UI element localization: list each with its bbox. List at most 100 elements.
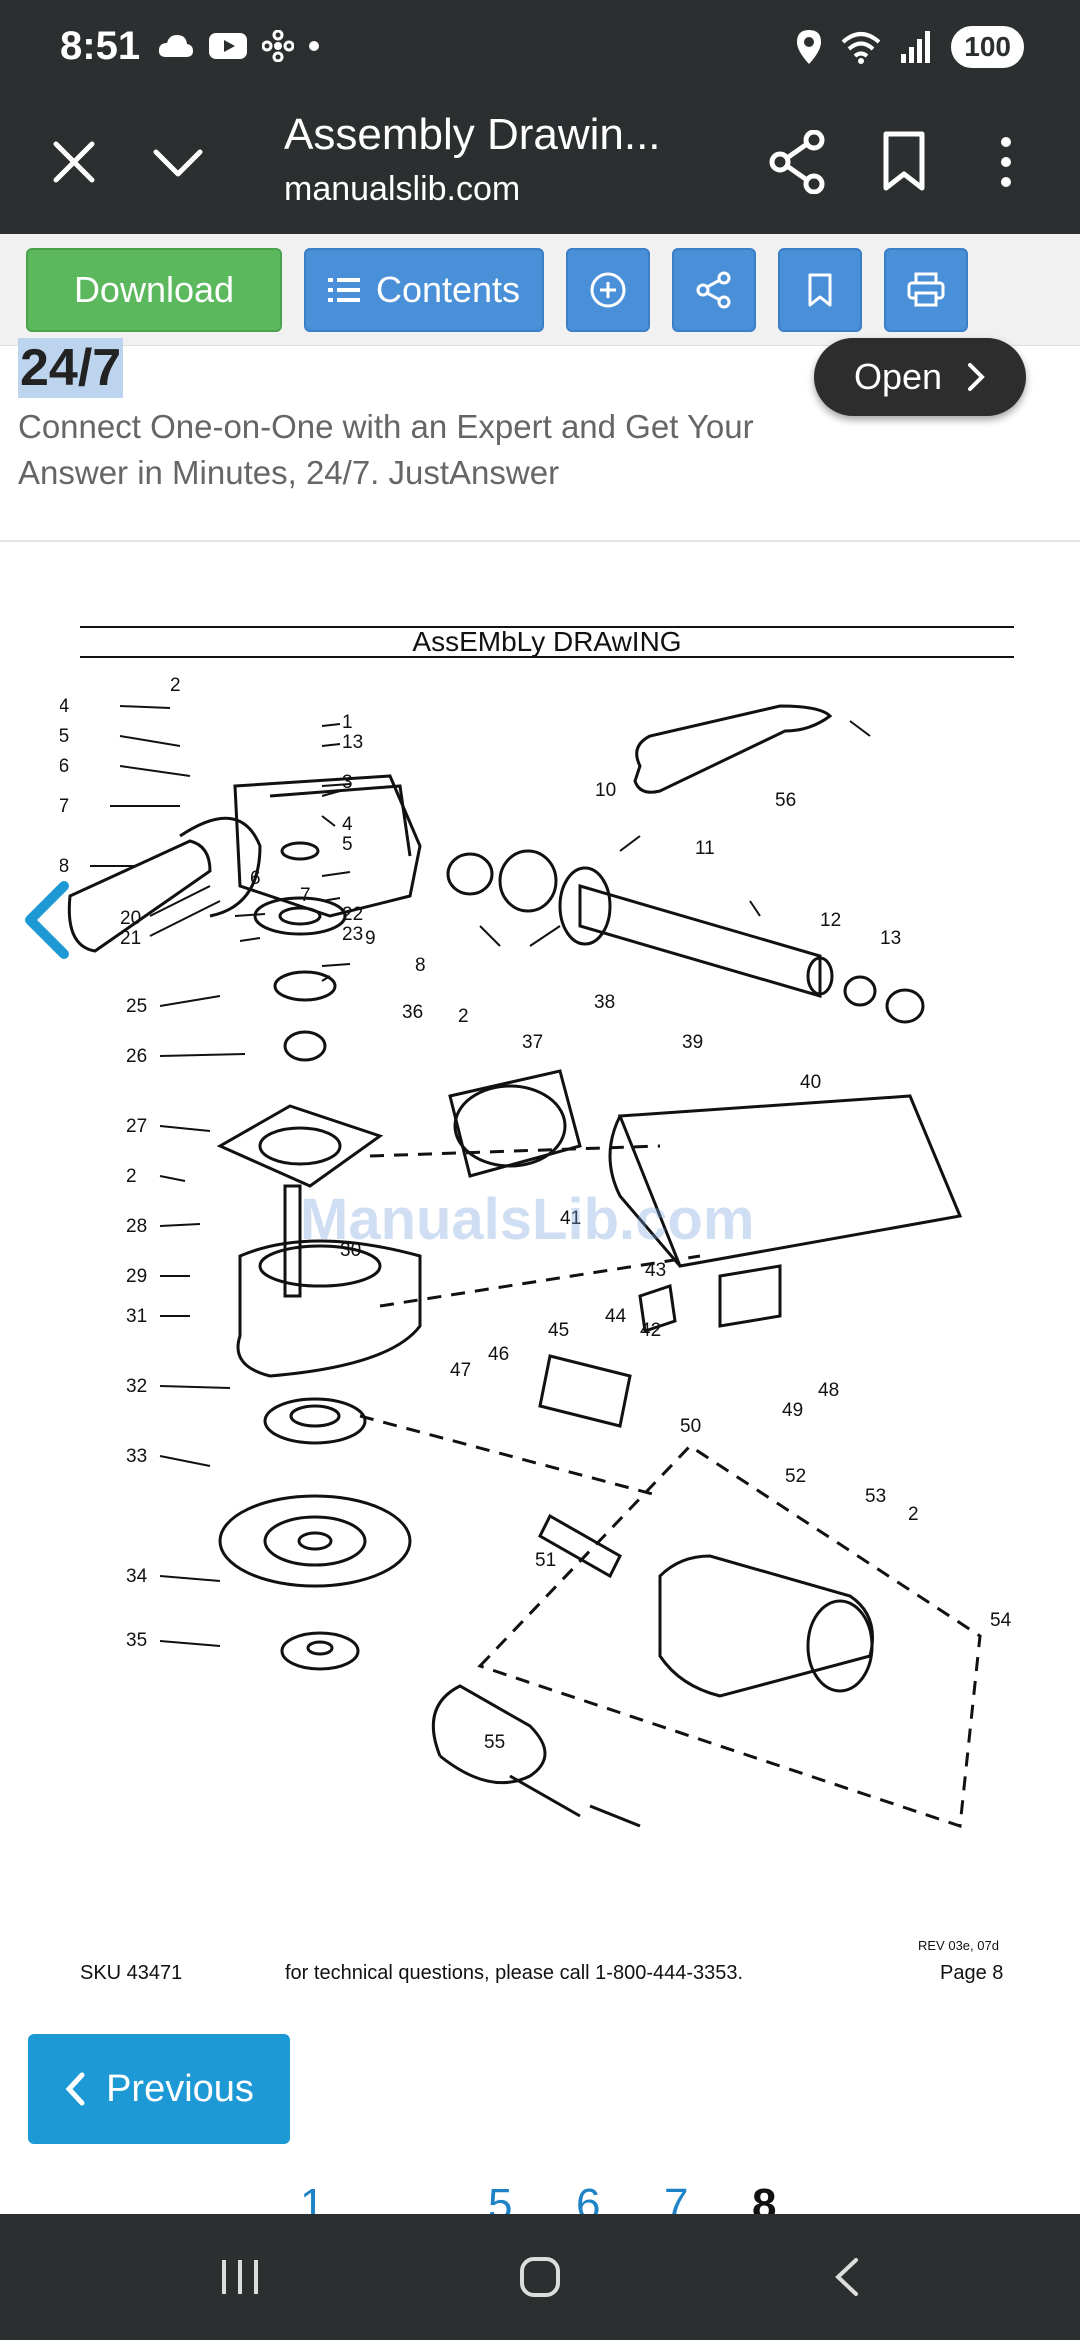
svg-text:5: 5 [342,834,353,855]
svg-text:41: 41 [560,1208,581,1229]
home-icon[interactable] [518,2256,562,2298]
svg-text:52: 52 [785,1466,806,1487]
previous-page-arrow-icon[interactable] [18,878,78,962]
dot-icon [309,41,319,51]
ad-heading: 24/7 [18,338,124,398]
svg-text:25: 25 [126,996,147,1017]
drawing-title: AssEMbLy DRAwING [80,626,1014,658]
svg-text:35: 35 [126,1630,147,1651]
svg-text:1: 1 [342,712,353,733]
svg-text:39: 39 [682,1032,703,1053]
ad-banner: 24/7 Connect One-on-One with an Expert a… [0,338,1080,542]
status-time: 8:51 [60,24,141,68]
share-icon[interactable] [768,130,828,194]
svg-text:49: 49 [782,1400,803,1421]
svg-text:53: 53 [865,1486,886,1507]
svg-text:50: 50 [680,1416,701,1437]
battery-indicator: 100 [951,26,1024,68]
sku-label: SKU 43471 [80,1962,183,1984]
svg-text:48: 48 [818,1380,839,1401]
svg-text:23: 23 [342,924,363,945]
signal-icon [901,31,931,63]
chevron-down-icon[interactable] [150,138,206,188]
svg-text:17: 17 [60,796,69,817]
svg-text:20: 20 [120,908,141,929]
bookmark-icon [808,273,832,307]
page-link-1[interactable]: 1 [300,2180,325,2214]
svg-text:34: 34 [126,1566,148,1587]
page-link-6[interactable]: 6 [576,2180,601,2214]
back-icon[interactable] [826,2256,870,2298]
page-link-5[interactable]: 5 [488,2180,513,2214]
page-link-7[interactable]: 7 [664,2180,689,2214]
page-title: Assembly Drawin... [284,110,661,159]
svg-text:46: 46 [488,1344,509,1365]
svg-text:21: 21 [120,928,141,949]
recent-apps-icon[interactable] [218,2256,262,2298]
svg-text:37: 37 [522,1032,543,1053]
share-document-button[interactable] [672,248,756,332]
status-bar: 8:51 100 [0,0,1080,100]
chevron-left-icon [65,2072,85,2106]
revision-label: REV 03e, 07d [918,1938,999,1953]
svg-text:16: 16 [60,756,69,777]
wifi-icon [841,32,881,64]
support-text: for technical questions, please call 1-8… [285,1962,744,1984]
more-options-icon[interactable] [996,134,1016,190]
list-icon [327,278,360,302]
svg-text:2: 2 [908,1504,919,1525]
svg-text:51: 51 [535,1550,556,1571]
svg-text:10: 10 [595,780,616,801]
printer-icon [907,272,945,307]
cloud-icon [158,35,193,57]
close-icon[interactable] [48,136,100,188]
svg-text:26: 26 [126,1046,147,1067]
svg-text:32: 32 [126,1376,147,1397]
svg-text:36: 36 [402,1002,423,1023]
svg-text:40: 40 [800,1072,821,1093]
svg-text:13: 13 [880,928,901,949]
location-icon [797,30,822,64]
svg-text:30: 30 [340,1240,361,1261]
svg-text:15: 15 [60,726,69,747]
svg-text:7: 7 [300,885,311,906]
ad-text: Connect One-on-One with an Expert and Ge… [18,408,754,491]
document-action-bar: Download Contents [0,234,1080,346]
svg-text:8: 8 [415,955,426,976]
youtube-icon [209,33,247,59]
previous-button[interactable]: Previous [28,2034,290,2144]
svg-text:2: 2 [458,1006,469,1027]
ad-open-button[interactable]: Open [814,338,1026,416]
svg-text:38: 38 [594,992,615,1013]
svg-text:4: 4 [342,814,353,835]
svg-text:45: 45 [548,1320,569,1341]
svg-text:29: 29 [126,1266,147,1287]
svg-text:22: 22 [342,904,363,925]
svg-text:28: 28 [126,1216,147,1237]
svg-text:11: 11 [695,838,715,859]
svg-text:2: 2 [126,1166,137,1187]
svg-text:47: 47 [450,1360,471,1381]
system-navigation-bar [0,2214,1080,2340]
svg-text:2: 2 [170,676,181,696]
print-button[interactable] [884,248,968,332]
bookmark-document-button[interactable] [778,248,862,332]
zoom-in-button[interactable] [566,248,650,332]
svg-text:13: 13 [342,732,363,753]
svg-text:43: 43 [645,1260,666,1281]
svg-text:14: 14 [60,696,70,717]
plus-circle-icon [590,272,626,308]
browser-toolbar: Assembly Drawin... manualslib.com [0,100,1080,234]
svg-text:54: 54 [990,1610,1012,1631]
download-button[interactable]: Download [26,248,282,332]
download-label: Download [73,269,235,310]
svg-text:31: 31 [126,1306,147,1327]
svg-text:18: 18 [60,856,69,877]
bookmark-icon[interactable] [880,130,928,192]
document-page: AssEMbLy DRAwING [0,546,1080,2016]
contents-button[interactable]: Contents [304,248,544,332]
ad-open-label: Open [853,356,943,397]
page-domain: manualslib.com [284,170,521,208]
pagination: 1 5 6 7 8 [0,2180,1080,2214]
